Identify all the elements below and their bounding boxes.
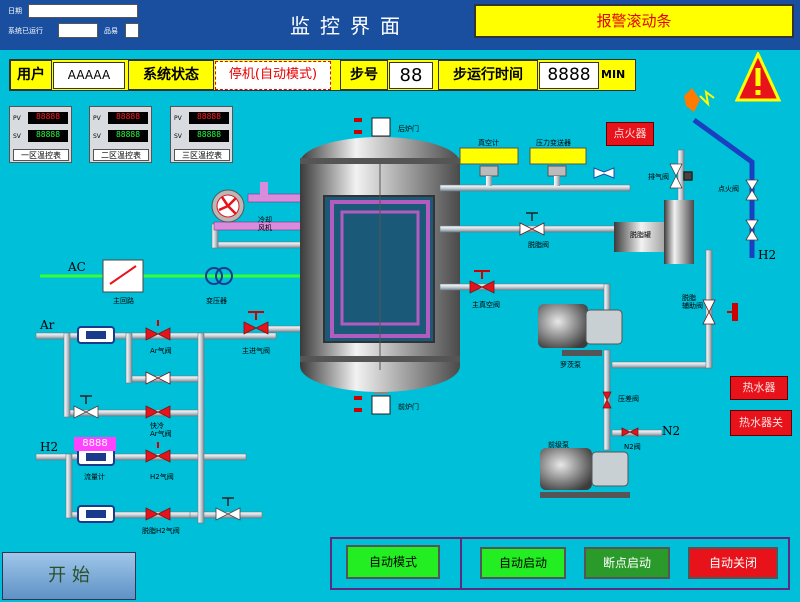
system-status-value: 停机(自动模式)	[215, 61, 331, 90]
heater-on-button[interactable]: 热水器	[730, 376, 788, 400]
date-label: 日期	[8, 7, 22, 15]
furnace-doors	[354, 117, 391, 415]
minute-field	[125, 23, 139, 38]
pressure-tx-label: 压力变送器	[536, 139, 571, 147]
sv-display: 88888	[108, 130, 148, 142]
h2-valve-label: H2气阀	[150, 473, 174, 481]
pre-valve-label: 压差阀	[618, 395, 639, 403]
date-field	[28, 4, 138, 18]
transformer-label: 变压器	[206, 297, 227, 305]
step-value: 88	[389, 62, 433, 89]
pv-display: 88888	[108, 112, 148, 124]
meter-caption: 三区温控表	[174, 149, 230, 161]
degrease-tank	[614, 200, 694, 264]
ac-label: AC	[68, 260, 86, 274]
auto-start-button[interactable]: 自动启动	[480, 547, 566, 579]
main-vacuum-label: 主真空阀	[472, 301, 500, 309]
gas-pipes	[35, 241, 321, 519]
exhaust-valve-label: 排气阀	[648, 173, 669, 181]
valves	[145, 222, 716, 521]
sv-label: SV	[13, 133, 21, 140]
cooling-fan-label: 冷却 风机	[258, 216, 272, 232]
n2-valve-label: N2阀	[624, 443, 641, 451]
pv-display: 88888	[28, 112, 68, 124]
warning-icon	[735, 52, 781, 102]
meter-caption: 一区温控表	[13, 149, 69, 161]
h2-label: H2	[40, 440, 59, 454]
sv-display: 88888	[189, 130, 229, 142]
control-panel-divider	[460, 537, 462, 590]
start-button[interactable]: 开 始	[2, 552, 136, 600]
step-time-value: 8888	[539, 62, 599, 89]
ar-valve-label: Ar气阀	[150, 347, 172, 355]
n2-label: N2	[662, 424, 681, 438]
vacuum-gauge-label: 真空计	[478, 139, 499, 147]
minute-label: 品易	[104, 27, 118, 35]
step-time-label: 步运行时间	[438, 60, 538, 90]
degrease-tank-label: 脱脂罐	[630, 231, 651, 239]
main-circuit-label: 主回路	[113, 297, 134, 305]
degrease-valve-label: 脱脂阀	[528, 241, 549, 249]
degrease-aux-label: 脱脂 辅助阀	[682, 294, 703, 310]
roots-pump-icon	[538, 304, 623, 356]
flowmeter-value: 8888	[74, 437, 116, 451]
user-label: 用户	[10, 60, 52, 90]
auto-off-button[interactable]: 自动关闭	[688, 547, 778, 579]
furnace-vessel	[300, 132, 460, 394]
system-status-label: 系统状态	[128, 60, 214, 90]
sv-label: SV	[174, 133, 182, 140]
quick-cool-ar-label: 快冷 Ar气阀	[150, 422, 172, 438]
temp-meter-zone2: PV 88888 SV 88888 二区温控表	[89, 106, 152, 163]
fore-pump-label: 前级泵	[548, 441, 569, 449]
runtime-field	[58, 23, 98, 38]
cooling-fan-icon	[211, 182, 321, 231]
ignite-valve-label: 点火阀	[718, 185, 739, 193]
alarm-ticker: 报警滚动条	[474, 4, 794, 38]
temp-meter-zone1: PV 88888 SV 88888 一区温控表	[9, 106, 72, 163]
rear-door-label: 后炉门	[398, 125, 419, 133]
sv-display: 88888	[28, 130, 68, 142]
runtime-label: 系统已运行	[8, 27, 43, 35]
user-value: AAAAA	[53, 62, 125, 89]
roots-pump-label: 罗茨泵	[560, 361, 581, 369]
pv-label: PV	[93, 115, 101, 122]
pv-label: PV	[13, 115, 21, 122]
fore-pump-icon	[540, 448, 630, 498]
temp-meter-zone3: PV 88888 SV 88888 三区温控表	[170, 106, 233, 163]
front-door-label: 前炉门	[398, 403, 419, 411]
auto-mode-button[interactable]: 自动模式	[346, 545, 440, 579]
pv-label: PV	[174, 115, 182, 122]
step-label: 步号	[340, 60, 388, 90]
flowmeter-label: 流量计	[84, 473, 105, 481]
degrease-h2-label: 脱脂H2气阀	[142, 527, 180, 535]
ar-label: Ar	[40, 318, 55, 332]
sv-label: SV	[93, 133, 101, 140]
meter-caption: 二区温控表	[93, 149, 149, 161]
heater-off-button[interactable]: 热水器关	[730, 410, 792, 436]
igniter-button[interactable]: 点火器	[606, 122, 654, 146]
time-unit: MIN	[601, 68, 626, 81]
resume-button[interactable]: 断点启动	[584, 547, 670, 579]
h2-right-label: H2	[758, 248, 777, 262]
page-title: 监控界面	[290, 14, 410, 38]
pv-display: 88888	[189, 112, 229, 124]
main-inlet-label: 主进气阀	[242, 347, 270, 355]
